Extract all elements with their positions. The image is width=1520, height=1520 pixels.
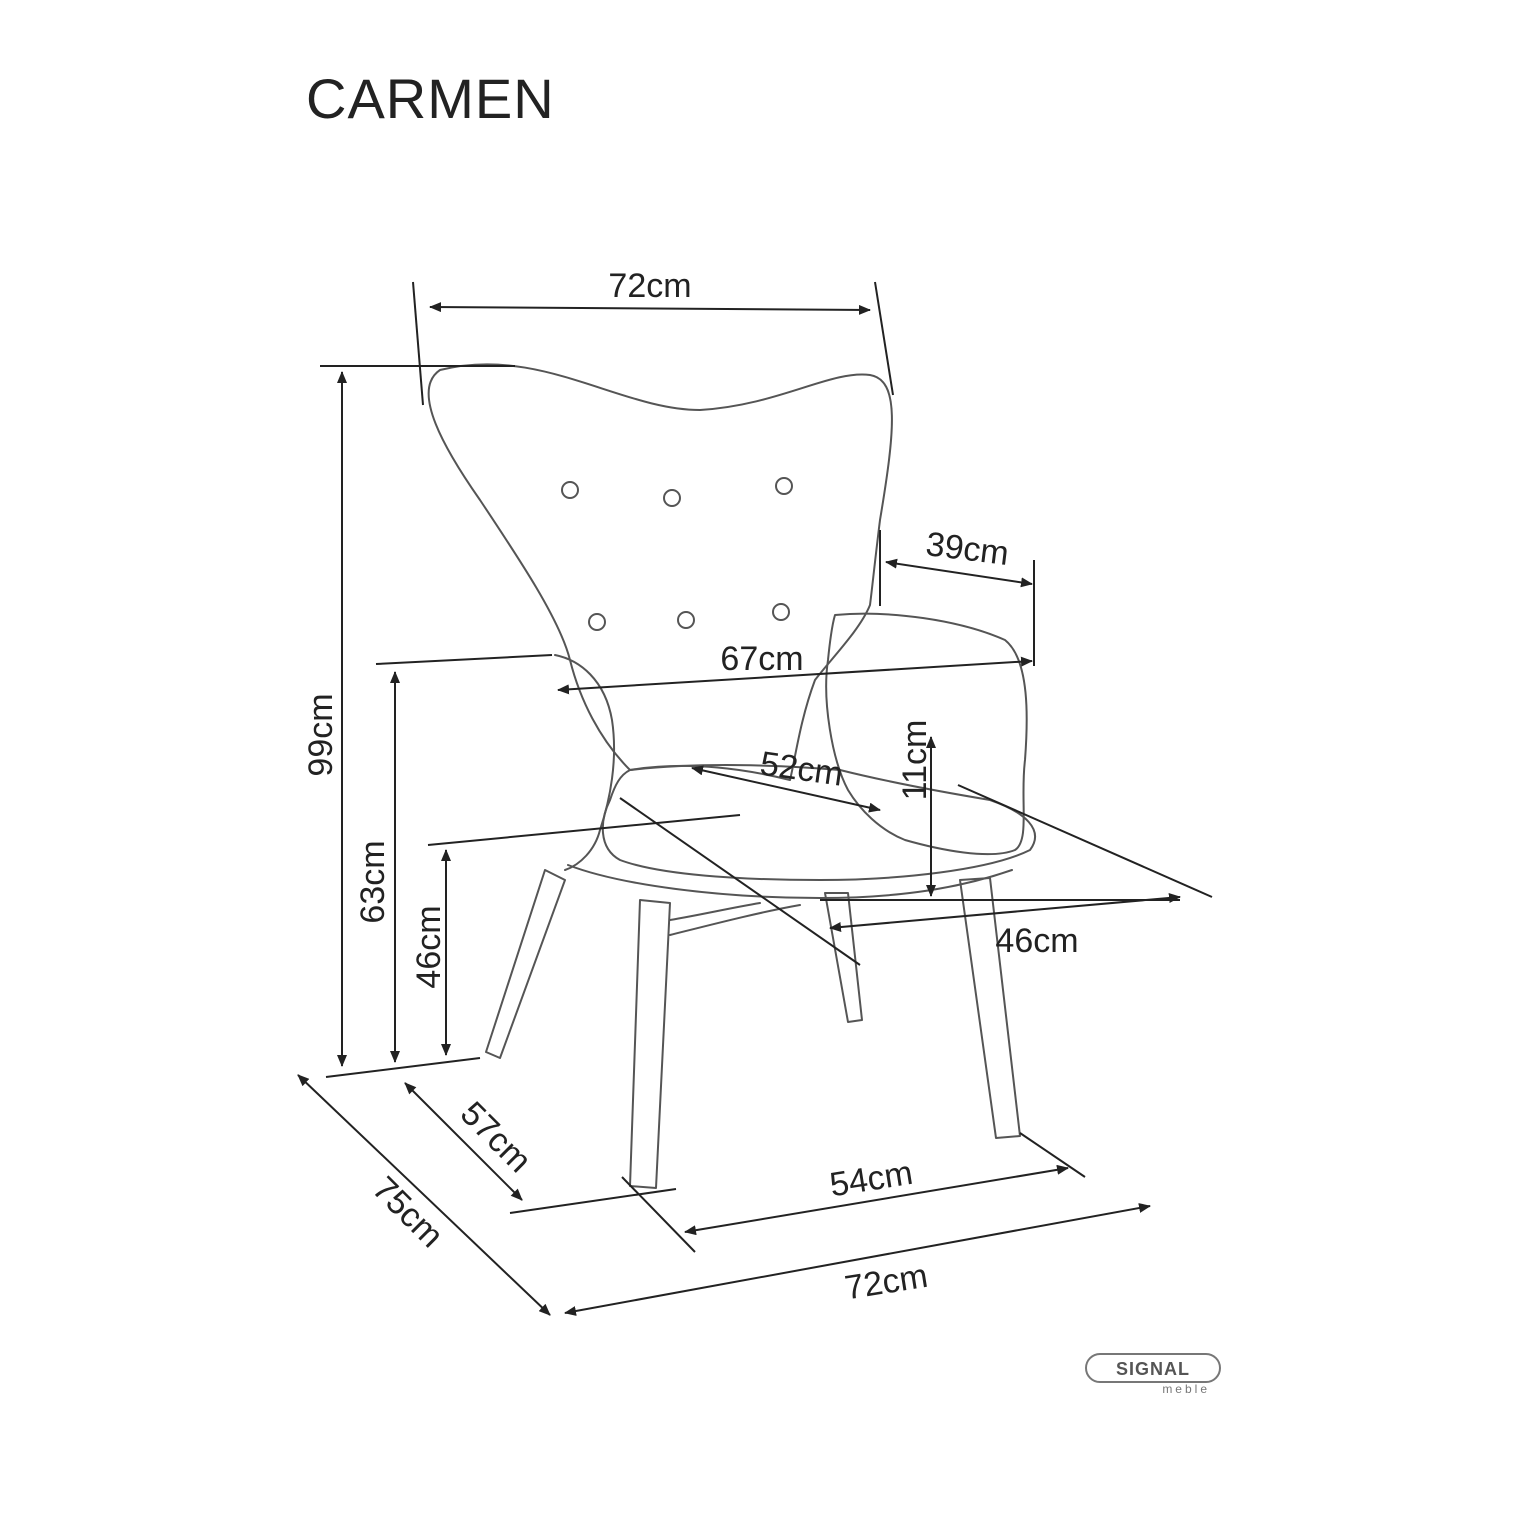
chair-front-right-leg xyxy=(959,877,1021,1139)
logo-main-text: SIGNAL xyxy=(1116,1359,1190,1379)
chair-front-left-leg xyxy=(629,899,671,1189)
chair-rear-left-leg xyxy=(485,869,566,1059)
tufting-button xyxy=(663,489,681,507)
label-inner-width: 67cm xyxy=(720,640,803,678)
label-seat-height: 46cm xyxy=(410,905,448,988)
chair-rear-right-leg xyxy=(824,892,863,1023)
logo-sub-text: meble xyxy=(1162,1382,1210,1396)
label-seat-depth: 46cm xyxy=(995,922,1078,960)
label-top-width: 72cm xyxy=(608,267,691,305)
label-total-depth: 75cm xyxy=(365,1169,451,1255)
label-armrest-floor-height: 63cm xyxy=(354,840,392,923)
arrow-seat-width xyxy=(691,765,881,813)
label-leg-span: 54cm xyxy=(827,1154,915,1205)
product-title: CARMEN xyxy=(306,67,555,130)
tufting-buttons xyxy=(561,477,793,631)
tufting-button xyxy=(677,611,695,629)
chair-seat-base xyxy=(567,864,1013,899)
arrow-armrest-depth xyxy=(885,558,1033,588)
arrow-top-width xyxy=(429,302,871,315)
signal-logo: SIGNAL meble xyxy=(1085,1353,1221,1396)
label-total-height: 99cm xyxy=(302,693,340,776)
chair-leg-brace xyxy=(669,902,801,936)
tufting-button xyxy=(772,603,790,621)
arrow-seat-depth xyxy=(829,892,1181,933)
label-armrest-depth: 39cm xyxy=(924,525,1011,573)
arrow-total-depth xyxy=(297,1074,551,1316)
label-armrest-height: 11cm xyxy=(896,720,934,801)
tufting-button xyxy=(588,613,606,631)
label-bottom-width: 72cm xyxy=(842,1257,930,1308)
tufting-button xyxy=(775,477,793,495)
tufting-button xyxy=(561,481,579,499)
dimension-arrows xyxy=(297,302,1181,1316)
chair-right-arm xyxy=(825,612,1028,856)
arrow-bottom-width xyxy=(564,1203,1151,1316)
chair-backrest xyxy=(427,363,893,781)
label-side-depth: 57cm xyxy=(453,1094,539,1180)
arrow-inner-width xyxy=(557,656,1033,695)
